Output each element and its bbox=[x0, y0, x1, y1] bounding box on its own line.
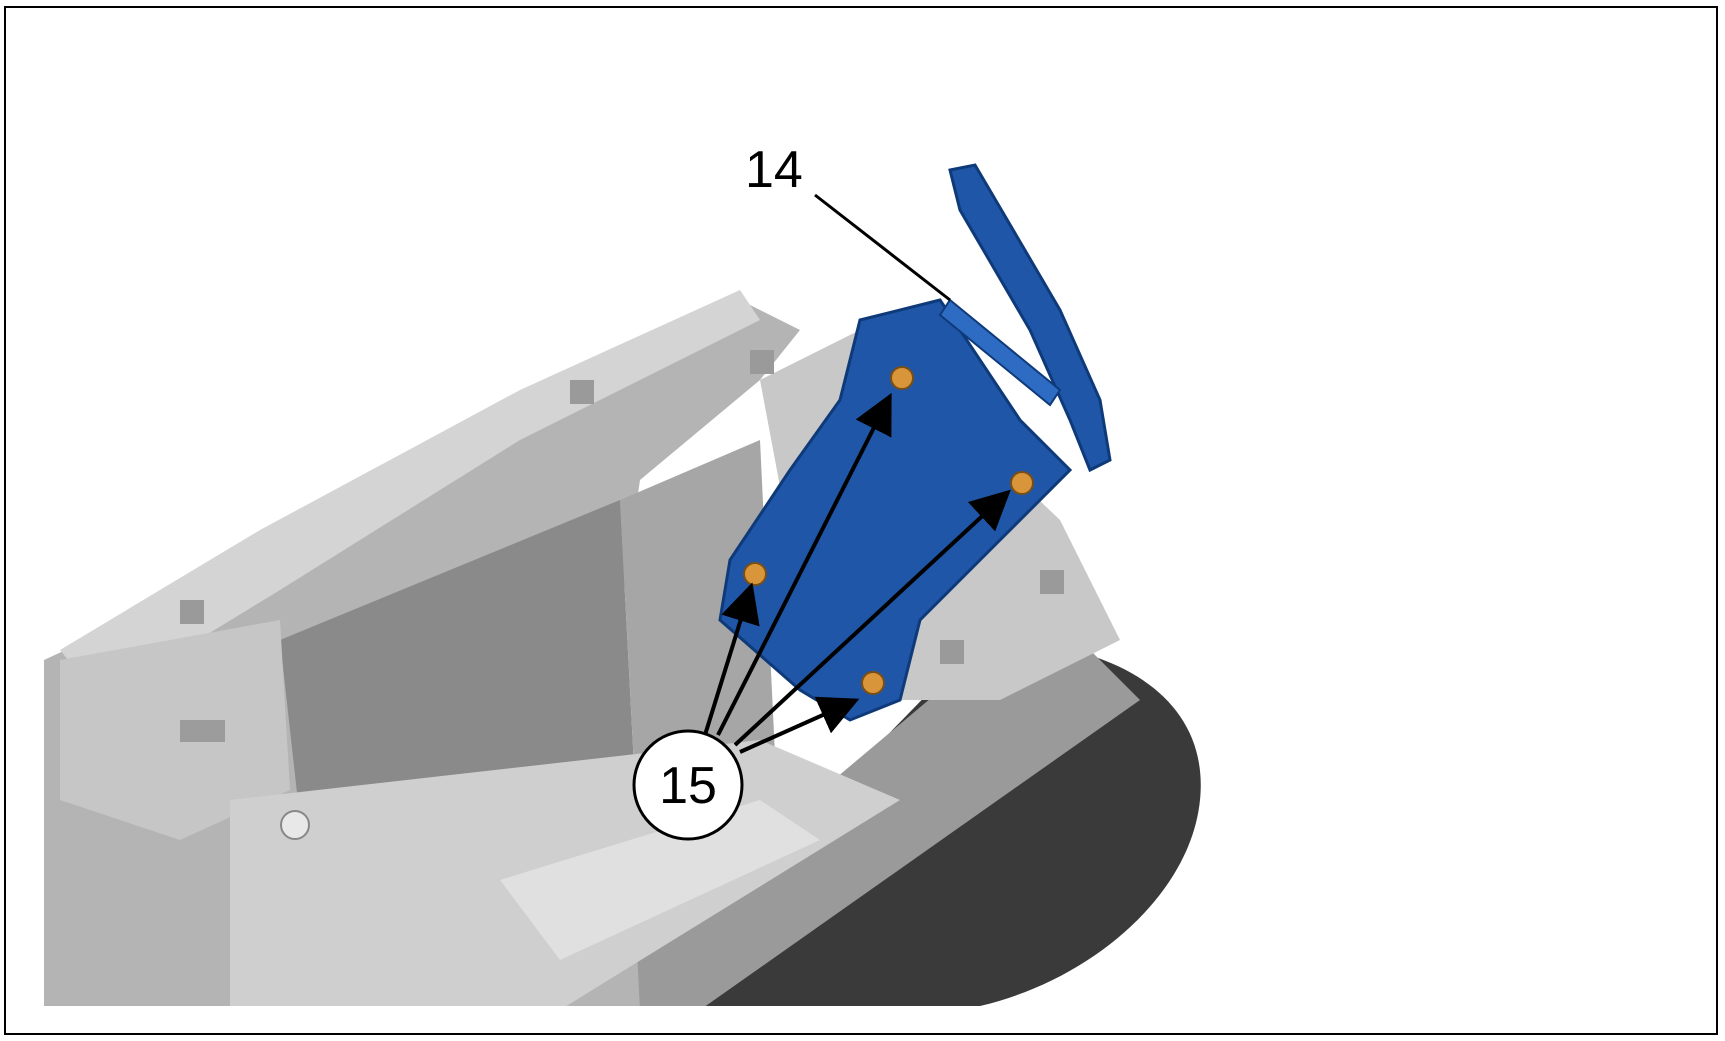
callout-14: 14 bbox=[745, 141, 951, 302]
console-front-block bbox=[60, 620, 290, 840]
clip bbox=[750, 350, 774, 374]
callout-14-leader bbox=[814, 193, 951, 302]
clip bbox=[940, 640, 964, 664]
callout-15-arrow bbox=[703, 582, 760, 736]
bracket-hook bbox=[948, 163, 1112, 473]
bracket-spring bbox=[938, 298, 1062, 407]
bracket-plate bbox=[718, 298, 1073, 722]
clip bbox=[1040, 570, 1064, 594]
bolt bbox=[861, 671, 885, 695]
callout-15-bubble bbox=[632, 729, 744, 841]
bracket-assembly bbox=[718, 163, 1112, 722]
callout-14-label: 14 bbox=[745, 141, 803, 199]
bolt bbox=[743, 562, 767, 586]
callout-15-arrow bbox=[716, 392, 892, 736]
console-lower-step bbox=[500, 800, 820, 960]
callout-15-arrow bbox=[739, 696, 860, 754]
console-assembly bbox=[44, 290, 1201, 1006]
bolt bbox=[1010, 471, 1034, 495]
clip bbox=[180, 600, 204, 624]
callout-15: 15 bbox=[632, 392, 1011, 841]
callout-15-arrow bbox=[733, 489, 1011, 747]
callout-15-label: 15 bbox=[659, 757, 717, 815]
clip bbox=[570, 380, 594, 404]
console-slot bbox=[180, 720, 225, 742]
bolt bbox=[890, 366, 914, 390]
console-screw bbox=[280, 810, 310, 840]
